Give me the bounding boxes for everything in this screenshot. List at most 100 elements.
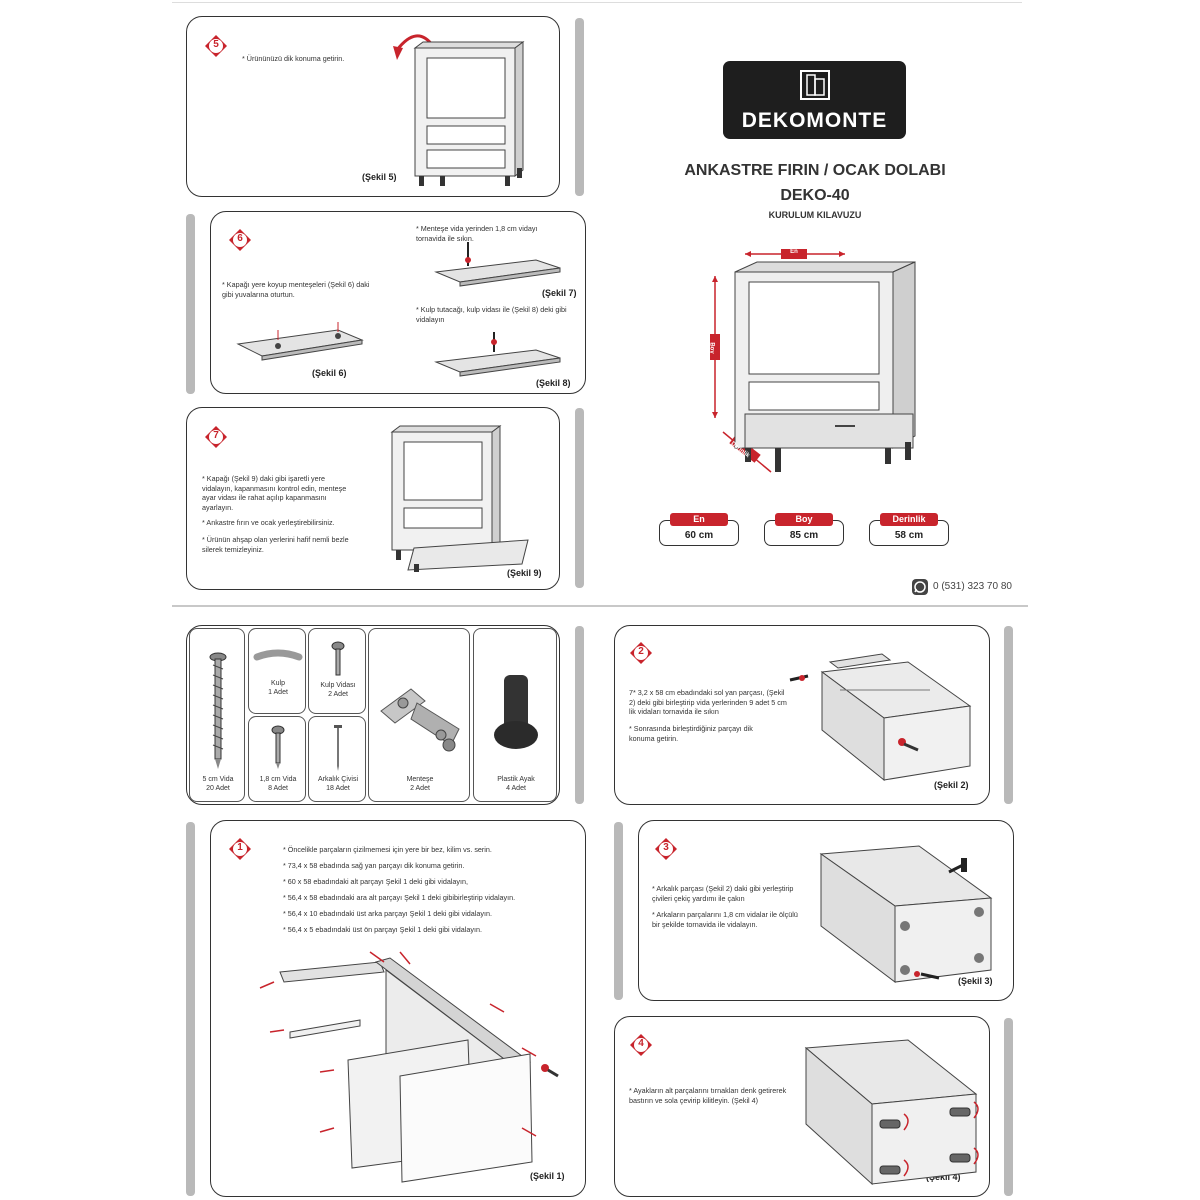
- en-arrow-label: En: [790, 249, 798, 255]
- guide-subtitle: KURULUM KILAVUZU: [768, 210, 862, 220]
- product-title: ANKASTRE FIRIN / OCAK DOLABI: [684, 162, 946, 179]
- step3-note-a: * Arkalık parçası (Şekil 2) daki gibi ye…: [652, 884, 794, 903]
- step1-note-5: * 56,4 x 10 ebadındaki üst arka parçayı …: [283, 909, 492, 918]
- step6-badge: 6: [228, 228, 252, 252]
- boy-arrow-label: Boy: [708, 342, 715, 354]
- step5-side-bar: [575, 18, 584, 196]
- part-18cm-screw-qty: 8 Adet: [268, 785, 288, 792]
- step1-side-bar: [186, 822, 195, 1196]
- part-18cm-screw-name: 1,8 cm Vida: [259, 776, 297, 783]
- dimension-en: En 60 cm: [659, 513, 739, 546]
- step7-caption: (Şekil 7): [542, 288, 577, 298]
- step4-caption: (Şekil 4): [926, 1172, 961, 1182]
- logo-mark-icon: [800, 70, 830, 100]
- dimension-derinlik: Derinlik 58 cm: [869, 513, 949, 546]
- step2-number: 2: [638, 646, 644, 657]
- handle-screw-icon: [331, 641, 345, 676]
- section-divider: [172, 605, 1028, 607]
- handle-icon: [253, 649, 303, 661]
- step7-cabinet-drawing: [390, 425, 529, 572]
- product-dimension-drawing: [710, 249, 916, 473]
- step6-number: 6: [237, 233, 243, 244]
- step1-note-1: * Öncelikle parçaların çizilmemesi için …: [283, 845, 492, 854]
- step5-note: * Ürününüzü dik konuma getirin.: [242, 54, 345, 63]
- step3-assembly-drawing: [819, 845, 993, 984]
- step1-note-6: * 56,4 x 5 ebadındaki üst ön parçayı Şek…: [283, 925, 482, 934]
- step8-caption: (Şekil 8): [536, 378, 571, 388]
- plastic-foot-icon: [494, 675, 538, 749]
- brand-name: DEKOMONTE: [741, 109, 888, 132]
- dimension-en-value: 60 cm: [684, 530, 714, 541]
- step2-caption: (Şekil 2): [934, 780, 969, 790]
- step2-note-a: 7* 3,2 x 58 cm ebadındaki sol yan parças…: [629, 688, 787, 716]
- part-5cm-screw: 5 cm Vida 20 Adet: [189, 628, 245, 802]
- part-plastic-foot-name: Plastik Ayak: [497, 776, 535, 783]
- part-back-nail-qty: 18 Adet: [326, 785, 350, 792]
- part-back-nail-name: Arkalık Çivisi: [317, 776, 359, 783]
- door-handle-drawing: [434, 332, 561, 377]
- step9-caption: (Şekil 9): [507, 568, 542, 578]
- dimension-boy-value: 85 cm: [789, 530, 819, 541]
- step6-note-b: * Menteşe vida yerinden 1,8 cm vidayı to…: [416, 224, 538, 243]
- dimension-derinlik-value: 58 cm: [894, 530, 924, 541]
- step7-note-c: * Ürünün ahşap olan yerlerini hafif neml…: [202, 535, 349, 554]
- parts-side-bar: [575, 626, 584, 804]
- part-handle-name: Kulp: [270, 680, 285, 687]
- step3-number: 3: [663, 842, 669, 853]
- step4-badge: 4: [629, 1033, 653, 1057]
- part-handle-screw-name: Kulp Vidası: [320, 682, 356, 689]
- part-hinge: Menteşe 2 Adet: [368, 628, 470, 802]
- step7-number: 7: [213, 430, 219, 441]
- part-handle-screw-qty: 2 Adet: [328, 691, 348, 698]
- part-hinge-name: Menteşe: [406, 776, 434, 783]
- step5-caption: (Şekil 5): [362, 172, 397, 182]
- step7-note-b: * Ankastre fırın ve ocak yerleştirebilir…: [202, 518, 335, 527]
- step2-assembly-drawing: [789, 653, 972, 782]
- part-hinge-qty: 2 Adet: [410, 785, 430, 792]
- part-plastic-foot-qty: 4 Adet: [506, 785, 526, 792]
- whatsapp-icon[interactable]: [912, 579, 928, 595]
- step1-badge: 1: [228, 837, 252, 861]
- part-18cm-screw: 1,8 cm Vida 8 Adet: [248, 716, 306, 802]
- part-back-nail: Arkalık Çivisi 18 Adet: [308, 716, 366, 802]
- door-hinge-drawing: [236, 322, 364, 361]
- step4-number: 4: [638, 1038, 644, 1049]
- step7-badge: 7: [204, 425, 228, 449]
- dimension-boy: Boy 85 cm: [764, 513, 844, 546]
- step4-note: * Ayakların alt parçalarını tırnakları d…: [629, 1086, 787, 1105]
- part-handle-screw: Kulp Vidası 2 Adet: [308, 628, 366, 714]
- dimension-en-label: En: [670, 513, 728, 526]
- part-5cm-screw-name: 5 cm Vida: [202, 776, 234, 783]
- screw-icon: [209, 652, 227, 769]
- step3-note-b: * Arkaların parçalarını 1,8 cm vidalar i…: [652, 910, 798, 929]
- step6-caption: (Şekil 6): [312, 368, 347, 378]
- step1-note-4: * 56,4 x 58 ebadındaki ara alt parçayı Ş…: [283, 893, 516, 902]
- product-code: DEKO-40: [780, 187, 850, 204]
- part-5cm-screw-qty: 20 Adet: [206, 785, 230, 792]
- step3-badge: 3: [654, 837, 678, 861]
- step1-note-3: * 60 x 58 ebadındaki alt parçayı Şekil 1…: [283, 877, 468, 886]
- step6-note-c: * Kulp tutacağı, kulp vidası ile (Şekil …: [416, 305, 567, 324]
- step5-number: 5: [213, 39, 219, 50]
- step2-badge: 2: [629, 641, 653, 665]
- step2-side-bar: [1004, 626, 1013, 804]
- hammer-icon: [948, 858, 967, 874]
- step1-note-2: * 73,4 x 58 ebadında sağ yan parçayı dik…: [283, 861, 465, 870]
- step6-side-bar: [186, 214, 195, 394]
- dimension-boy-label: Boy: [775, 513, 833, 526]
- step5-cabinet-drawing: [393, 34, 525, 186]
- part-plastic-foot: Plastik Ayak 4 Adet: [473, 628, 557, 802]
- step2-note-b: * Sonrasında birleştirdiğiniz parçayı di…: [629, 724, 753, 743]
- part-handle: Kulp 1 Adet: [248, 628, 306, 714]
- step3-side-bar: [614, 822, 623, 1000]
- part-handle-qty: 1 Adet: [268, 689, 288, 696]
- brand-logo: DEKOMONTE: [723, 61, 906, 139]
- contact-phone[interactable]: 0 (531) 323 70 80: [933, 581, 1012, 592]
- step1-assembly-drawing: [259, 951, 559, 1183]
- door-screw-drawing: [434, 242, 561, 287]
- hinge-icon: [380, 688, 460, 752]
- dimension-derinlik-label: Derinlik: [880, 513, 938, 526]
- screw-small-icon: [271, 725, 285, 769]
- step5-badge: 5: [204, 34, 228, 58]
- rotate-arrow-icon: [393, 46, 403, 60]
